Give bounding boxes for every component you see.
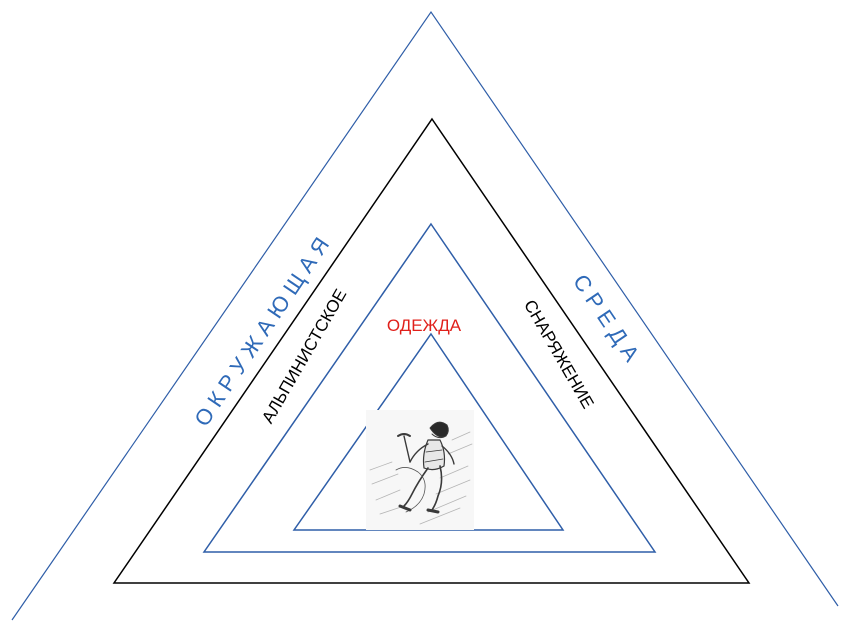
environment-triangle <box>11 10 839 621</box>
climber-illustration <box>366 410 474 530</box>
clothing-triangle <box>202 222 657 553</box>
environment-label-right: С Р Е Д А <box>568 270 644 367</box>
clothing-label: ОДЕЖДА <box>387 316 462 335</box>
gear-triangle <box>112 117 751 584</box>
gear-label-right: СНАРЯЖЕНИЕ <box>520 297 597 412</box>
